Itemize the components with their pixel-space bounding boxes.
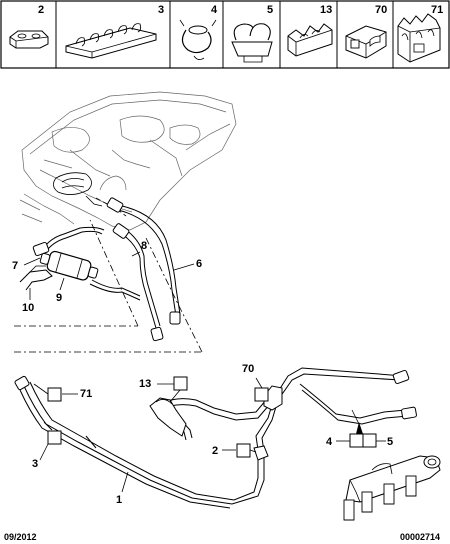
bracket-clip-icon [345, 25, 387, 59]
callout-number-5: 5 [387, 436, 393, 448]
pointer-arrow [356, 422, 363, 434]
legend-cell-13[interactable]: 13 [287, 4, 333, 57]
comb-clip-icon [287, 23, 333, 57]
callout-8[interactable]: 8 [131, 240, 147, 257]
fuel-injection-rail [343, 455, 441, 521]
callout-number-13: 13 [139, 378, 151, 390]
legend-ref-3: 3 [158, 4, 164, 16]
footer-reference: 00002714 [400, 532, 440, 542]
callout-number-1: 1 [116, 494, 122, 506]
callout-number-2: 2 [212, 445, 218, 457]
clip-reference-box [254, 387, 269, 402]
legend-ref-4: 4 [211, 4, 218, 16]
callout-9[interactable]: 9 [56, 277, 65, 304]
clip-reference-box [47, 430, 62, 445]
fuel-filter[interactable] [32, 241, 100, 283]
legend-ref-70: 70 [375, 4, 387, 16]
connector-bottom-8 [150, 326, 164, 342]
tank-sender-unit [53, 172, 103, 207]
legend-cell-2[interactable]: 2 [9, 4, 49, 49]
callout-1[interactable]: 1 [116, 471, 129, 506]
callout-13[interactable]: 13 [139, 376, 188, 403]
clip-reference-box [349, 433, 364, 448]
clip-reference-box [362, 433, 377, 448]
double-clip-icon [231, 23, 273, 63]
omega-clip-icon [179, 19, 217, 60]
legend-ref-13: 13 [320, 4, 332, 16]
callout-number-4: 4 [326, 436, 333, 448]
upper-fuel-pipes [41, 197, 181, 342]
callout-71[interactable]: 71 [33, 383, 92, 402]
parts-legend: 2 3 4 [0, 0, 450, 69]
legend-ref-5: 5 [267, 4, 273, 16]
clip-reference-box [236, 443, 251, 458]
callout-number-3: 3 [32, 458, 38, 470]
footer-date: 09/2012 [4, 532, 37, 542]
callout-number-70: 70 [242, 363, 254, 375]
connector-top-6 [106, 197, 124, 213]
clip-reference-box [47, 387, 62, 402]
legend-ref-2: 2 [38, 4, 44, 16]
callout-2[interactable]: 2 [212, 443, 257, 458]
callout-7[interactable]: 7 [12, 257, 41, 272]
connector-top-8 [112, 223, 130, 239]
main-fuel-pipe-assembly [14, 367, 417, 509]
legend-ref-71: 71 [431, 4, 443, 16]
filter-bracket [19, 265, 53, 291]
callout-number-7: 7 [12, 260, 18, 272]
callout-4[interactable]: 4 [326, 433, 364, 448]
connector-bottom-6 [169, 311, 181, 325]
fuel-tank-outline [19, 91, 237, 231]
callout-5[interactable]: 5 [351, 409, 393, 448]
callout-number-9: 9 [56, 292, 62, 304]
callout-10[interactable]: 10 [22, 288, 34, 314]
legend-cell-5[interactable]: 5 [231, 4, 273, 63]
multi-pipe-clip-icon [65, 23, 157, 59]
callout-number-8: 8 [141, 240, 147, 252]
callout-70[interactable]: 70 [242, 363, 269, 402]
callout-number-71: 71 [80, 388, 92, 400]
callout-number-6: 6 [196, 258, 202, 270]
callout-6[interactable]: 6 [173, 258, 202, 271]
callout-number-10: 10 [22, 302, 34, 314]
callout-3[interactable]: 3 [32, 430, 62, 470]
legend-cell-70[interactable]: 70 [345, 4, 387, 59]
legend-cell-3[interactable]: 3 [65, 4, 164, 59]
tall-clip-icon [397, 13, 441, 63]
legend-cell-4[interactable]: 4 [179, 4, 218, 60]
clip-reference-box [173, 376, 188, 391]
flat-clip-icon [9, 30, 49, 49]
legend-cell-71[interactable]: 71 [397, 4, 443, 63]
